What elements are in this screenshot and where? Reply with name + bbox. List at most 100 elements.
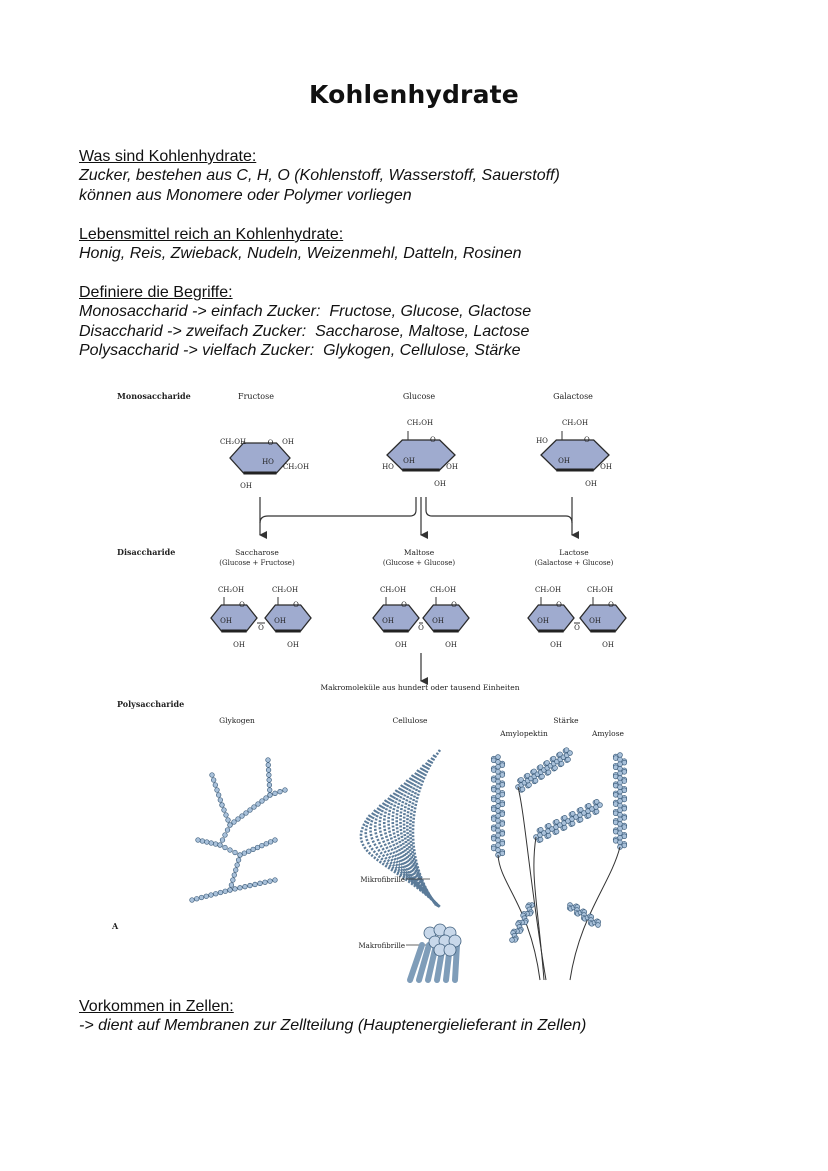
fructose-ch2oh: CH₂OH xyxy=(220,438,246,446)
glykogen-chain xyxy=(246,848,252,854)
glykogen-chain xyxy=(242,884,248,890)
glykogen-chain xyxy=(227,822,233,828)
di-ring-oxygen: O xyxy=(608,601,614,609)
glykogen-chain xyxy=(232,849,238,856)
glykogen-chain xyxy=(198,894,205,901)
di-ch2oh: CH₂OH xyxy=(272,586,298,594)
glykogen-chain xyxy=(250,846,256,853)
glykogen-chain xyxy=(217,797,223,803)
glykogen-chain xyxy=(239,813,245,819)
section-line: Polysaccharid -> vielfach Zucker: Glykog… xyxy=(79,342,521,359)
amylose-label: Amylose xyxy=(591,729,625,738)
fructose-ch2oh2: CH₂OH xyxy=(283,463,309,471)
glykogen-chain xyxy=(221,807,227,813)
di-ring-oxygen: O xyxy=(293,601,299,609)
glykogen-chain xyxy=(235,816,241,822)
section-heading: Vorkommen in Zellen: xyxy=(79,998,234,1015)
macro-note: Makromoleküle aus hundert oder tausend E… xyxy=(320,683,519,692)
galactose-ch2oh: CH₂OH xyxy=(562,419,588,427)
di-oh-bottom: OH xyxy=(602,641,614,649)
di-name: Maltose xyxy=(404,548,435,557)
amylopektin-helix xyxy=(577,816,584,823)
glucose-ch2oh: CH₂OH xyxy=(407,419,433,427)
mikrofibrille-label: Mikrofibrille xyxy=(360,876,405,884)
glykogen-chain xyxy=(259,842,265,849)
cellulose-fibril-strand xyxy=(359,814,441,908)
section-terms: Definiere die Begriffe: Monosaccharid ->… xyxy=(79,283,799,361)
glykogen-chain xyxy=(252,881,258,888)
glykogen-chain xyxy=(263,795,269,801)
fructose-ring xyxy=(229,442,291,474)
glykogen-chain xyxy=(247,807,253,813)
glykogen-chain xyxy=(214,787,220,793)
glykogen-chain xyxy=(227,847,233,853)
glykogen-chain xyxy=(272,877,278,883)
glykogen-chain xyxy=(217,889,224,896)
section-cells: Vorkommen in Zellen: -> dient auf Membra… xyxy=(79,997,799,1036)
di-ring xyxy=(579,604,627,632)
glykogen-chain xyxy=(272,837,278,843)
glykogen-chain xyxy=(254,844,261,851)
glykogen-chain xyxy=(266,772,272,778)
glykogen-chain xyxy=(189,897,195,903)
amylopektin-helix xyxy=(567,750,573,756)
glykogen-chain xyxy=(222,832,228,838)
di-oh-bottom: OH xyxy=(287,641,299,649)
glykogen-chain xyxy=(217,842,223,848)
di-oh: OH xyxy=(274,617,286,625)
glykogen-chain xyxy=(241,850,248,856)
di-ch2oh: CH₂OH xyxy=(430,586,456,594)
cellulose-fibril-strand xyxy=(402,764,438,907)
amylopektin-helix xyxy=(557,751,563,758)
amylopektin-helix xyxy=(563,747,570,753)
glykogen-chain xyxy=(213,891,219,897)
mono-name: Glucose xyxy=(403,392,436,401)
amylopektin-helix xyxy=(544,760,550,766)
amylopektin-helix xyxy=(553,819,560,825)
glykogen-chain xyxy=(227,887,233,893)
glykogen-chain xyxy=(223,812,229,818)
amylopektin-helix xyxy=(597,802,603,808)
mono-name: Galactose xyxy=(553,392,593,401)
fructose-oh2: OH xyxy=(240,482,252,490)
section-line: Zucker, bestehen aus C, H, O (Kohlenstof… xyxy=(79,167,560,184)
fructose-oh: OH xyxy=(282,438,294,446)
glykogen-chain xyxy=(267,787,273,793)
di-oh: OH xyxy=(220,617,232,625)
amylopektin-helix xyxy=(577,807,584,813)
di-ring xyxy=(527,604,575,632)
amylopektin-helix xyxy=(553,828,560,835)
glykogen-chain xyxy=(230,877,236,883)
glykogen-chain xyxy=(203,893,209,899)
starch-side-helix xyxy=(595,922,601,928)
di-name: Lactose xyxy=(559,548,589,557)
glucose-oh2: OH xyxy=(446,463,458,471)
glykogen-chain xyxy=(212,841,219,847)
glykogen-chain xyxy=(266,777,272,783)
di-glycosidic-o: O xyxy=(418,624,424,632)
di-ring-oxygen: O xyxy=(239,601,245,609)
di-glycosidic-o: O xyxy=(258,624,264,632)
amylopektin-helix xyxy=(569,820,576,827)
glykogen-chain xyxy=(272,790,278,796)
glykogen-chain xyxy=(265,757,271,763)
starch-branch xyxy=(517,786,547,981)
makrofibrille-bundle xyxy=(416,942,432,983)
makrofibrille-label: Makrofibrille xyxy=(359,942,406,950)
row-label-monosaccharide: Monosaccharide xyxy=(117,391,191,401)
di-oh-bottom: OH xyxy=(550,641,562,649)
di-glycosidic-o: O xyxy=(574,624,580,632)
glykogen-chain xyxy=(222,844,228,851)
fructose-ring-oxygen: O xyxy=(268,439,274,447)
glykogen-chain xyxy=(267,839,274,845)
page-title: Kohlenhydrate xyxy=(309,80,519,109)
di-oh-bottom: OH xyxy=(233,641,245,649)
panel-letter: A xyxy=(111,921,119,931)
glykogen-chain xyxy=(225,817,231,823)
glykogen-chain xyxy=(222,888,228,894)
di-composition: (Glucose + Fructose) xyxy=(219,559,295,567)
section-foods: Lebensmittel reich an Kohlenhydrate: Hon… xyxy=(79,225,799,264)
di-ch2oh: CH₂OH xyxy=(380,586,406,594)
di-ch2oh: CH₂OH xyxy=(218,586,244,594)
amylopektin-helix xyxy=(537,836,544,843)
